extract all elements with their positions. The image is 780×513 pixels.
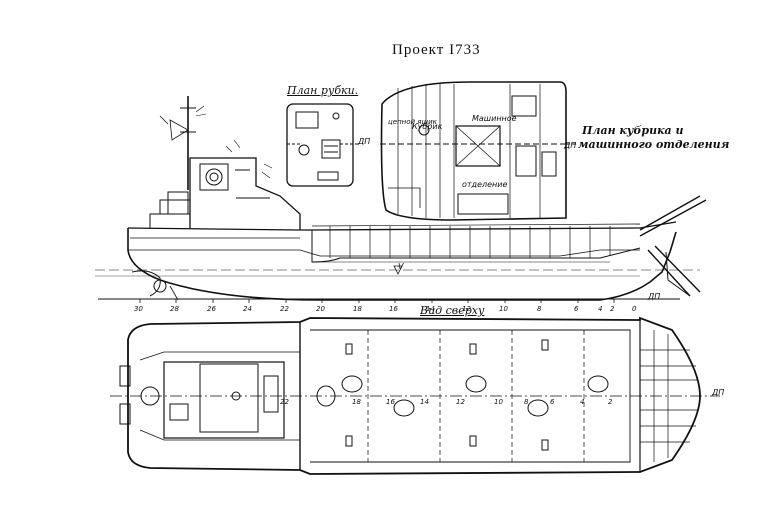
wheelhouse-side [189, 157, 301, 230]
bow-ramp-top [639, 320, 698, 472]
frame-numbers-top: 22 18 16 14 12 10 8 6 4 2 [280, 398, 613, 406]
frame-number: 4 [580, 398, 584, 406]
frame-number: 22 [280, 305, 289, 313]
frame-number: 8 [524, 398, 529, 406]
frame-number: 22 [280, 398, 289, 406]
frame-number: 18 [352, 398, 361, 406]
frame-number: 18 [353, 305, 362, 313]
dp-label-side: ДП [648, 292, 661, 301]
frame-number: 20 [316, 305, 325, 313]
frame-number: 10 [494, 398, 503, 406]
cabin-engine-plan [380, 81, 578, 221]
frame-number: 16 [389, 305, 398, 313]
frame-number: 24 [243, 305, 252, 313]
bow-ramp [639, 195, 707, 297]
dp-label-wheelhouse: ДП [358, 137, 371, 146]
frame-number: 12 [456, 398, 465, 406]
hatches [316, 339, 609, 451]
frame-number: 0 [632, 305, 637, 313]
frame-numbers-side: 30 28 26 24 22 20 18 16 14 12 10 8 6 4 2… [134, 305, 637, 313]
frame-number: 6 [574, 305, 579, 313]
superstructure-top [119, 351, 300, 441]
frame-number: 14 [426, 305, 435, 313]
searchlight [205, 168, 223, 186]
top-view-label: Вид сверху [420, 304, 485, 317]
frame-number: 2 [608, 398, 613, 406]
cabin-plan-label-line1: План кубрика и [582, 124, 684, 137]
otdelenie-label: отделение [462, 180, 508, 189]
frame-number: 30 [134, 305, 143, 313]
frame-number: 2 [610, 305, 615, 313]
top-view [110, 316, 720, 475]
deck-line [127, 221, 677, 231]
frame-ticks-side [139, 299, 615, 303]
cabin-plan-label-line2: машинного отделения [578, 138, 730, 151]
wheelhouse-plan [286, 103, 360, 187]
mashinnoe-label: Машинное [472, 114, 517, 123]
frame-number: 26 [207, 305, 216, 313]
cabin-plan-outline [380, 81, 567, 221]
dp-label-top: ДП [712, 388, 725, 397]
frame-number: 4 [598, 305, 602, 313]
frame-number: 10 [499, 305, 508, 313]
frame-number: 6 [550, 398, 555, 406]
frame-number: 28 [170, 305, 179, 313]
hold-rails [311, 223, 641, 258]
frame-number: 8 [537, 305, 542, 313]
frame-number: 14 [420, 398, 429, 406]
dp-label-cabin: ДП [564, 141, 577, 150]
side-view [95, 96, 707, 303]
wheelhouse-plan-label: План рубки. [287, 84, 359, 97]
waterline-marker: V [398, 262, 404, 271]
frame-number: 12 [462, 305, 471, 313]
page-title: Проект І733 [392, 42, 481, 58]
frame-number: 16 [386, 398, 395, 406]
chain-locker-label: цепной ящик [388, 118, 437, 126]
hull-outline [127, 228, 677, 301]
